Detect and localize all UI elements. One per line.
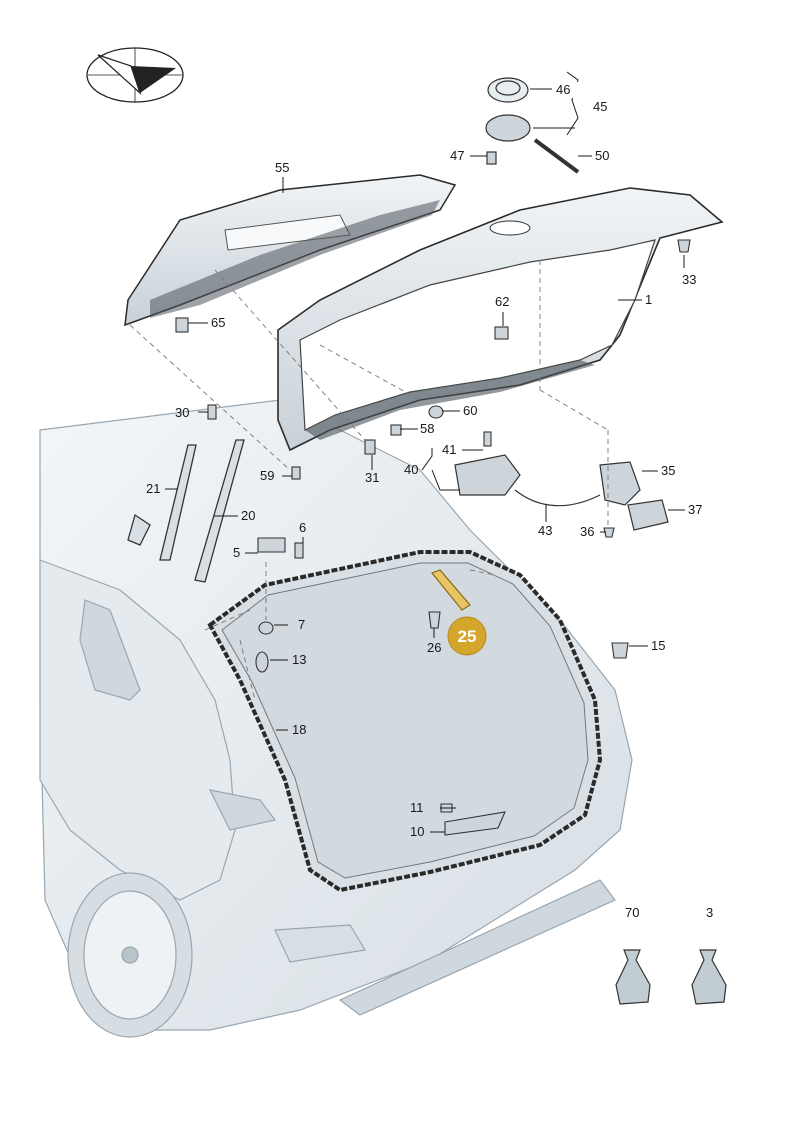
- leader-lines: [165, 71, 685, 833]
- part-label-31[interactable]: 31: [365, 470, 379, 485]
- highlight-callout[interactable]: 25: [447, 616, 487, 656]
- lock-assemblies: [454, 454, 669, 531]
- part-label-60[interactable]: 60: [463, 403, 477, 418]
- part-label-6[interactable]: 6: [299, 520, 306, 535]
- part-label-58[interactable]: 58: [420, 421, 434, 436]
- part-label-45[interactable]: 45: [593, 99, 607, 114]
- part-label-18[interactable]: 18: [292, 722, 306, 737]
- part-label-47[interactable]: 47: [450, 148, 464, 163]
- part-label-21[interactable]: 21: [146, 481, 160, 496]
- part-label-50[interactable]: 50: [595, 148, 609, 163]
- reference-lines: [129, 260, 609, 701]
- part-label-59[interactable]: 59: [260, 468, 274, 483]
- emblem-handle: [485, 77, 580, 174]
- part-label-46[interactable]: 46: [556, 82, 570, 97]
- gas-struts: [127, 439, 245, 583]
- part-label-15[interactable]: 15: [651, 638, 665, 653]
- spoiler-panel: [124, 174, 457, 327]
- part-label-7[interactable]: 7: [298, 617, 305, 632]
- part-label-20[interactable]: 20: [241, 508, 255, 523]
- part-label-3[interactable]: 3: [706, 905, 713, 920]
- compass-logo-icon: [86, 47, 184, 103]
- part-label-11[interactable]: 11: [410, 800, 424, 815]
- part-label-40[interactable]: 40: [404, 462, 418, 477]
- part-label-33[interactable]: 33: [682, 272, 696, 287]
- part-label-5[interactable]: 5: [233, 545, 240, 560]
- part-label-41[interactable]: 41: [442, 442, 456, 457]
- sealant-bags: [615, 949, 727, 1005]
- small-parts: [175, 239, 691, 836]
- part-label-37[interactable]: 37: [688, 502, 702, 517]
- part-label-62[interactable]: 62: [495, 294, 509, 309]
- part-label-10[interactable]: 10: [410, 824, 424, 839]
- part-label-65[interactable]: 65: [211, 315, 225, 330]
- tailgate-panel: [277, 187, 724, 452]
- part-label-1[interactable]: 1: [645, 292, 652, 307]
- part-label-35[interactable]: 35: [661, 463, 675, 478]
- highlighted-bracket: [431, 569, 471, 611]
- part-label-13[interactable]: 13: [292, 652, 306, 667]
- callout-25-label: 25: [458, 627, 477, 646]
- part-label-55[interactable]: 55: [275, 160, 289, 175]
- part-label-26[interactable]: 26: [427, 640, 441, 655]
- part-label-43[interactable]: 43: [538, 523, 552, 538]
- part-label-30[interactable]: 30: [175, 405, 189, 420]
- part-labels: 46 45 47 50 55 33 1 62 65 30 60 58 41 40…: [146, 82, 713, 920]
- tailgate-seal: [207, 550, 603, 893]
- part-label-36[interactable]: 36: [580, 524, 594, 539]
- part-label-70[interactable]: 70: [625, 905, 639, 920]
